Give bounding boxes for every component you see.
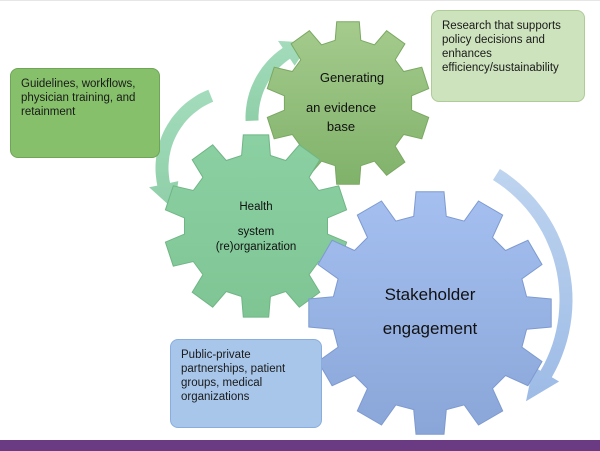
- generating-label-3: base: [327, 119, 355, 134]
- arrow-to-health: [149, 89, 214, 210]
- gear-stakeholder: [308, 191, 552, 435]
- gear-generating: [266, 21, 430, 185]
- generating-label-2: an evidence: [306, 100, 376, 115]
- public-private-box: Public-private partnerships, patient gro…: [170, 339, 322, 428]
- research-box: Research that supports policy decisions …: [431, 10, 585, 102]
- bottom-bar: [0, 440, 600, 451]
- gear-health: [164, 134, 348, 318]
- arrow-to-stakeholder: [493, 168, 573, 402]
- guidelines-box: Guidelines, workflows, physician trainin…: [10, 68, 160, 158]
- top-rule: [0, 0, 600, 1]
- arrow-to-generating: [245, 40, 310, 121]
- generating-label-1: Generating: [320, 70, 384, 85]
- health-label-2: system: [238, 226, 274, 238]
- stakeholder-label-1: Stakeholder: [385, 285, 476, 304]
- health-label-1: Health: [239, 201, 272, 213]
- health-label-3: (re)organization: [216, 241, 297, 253]
- stakeholder-label-2: engagement: [383, 319, 478, 338]
